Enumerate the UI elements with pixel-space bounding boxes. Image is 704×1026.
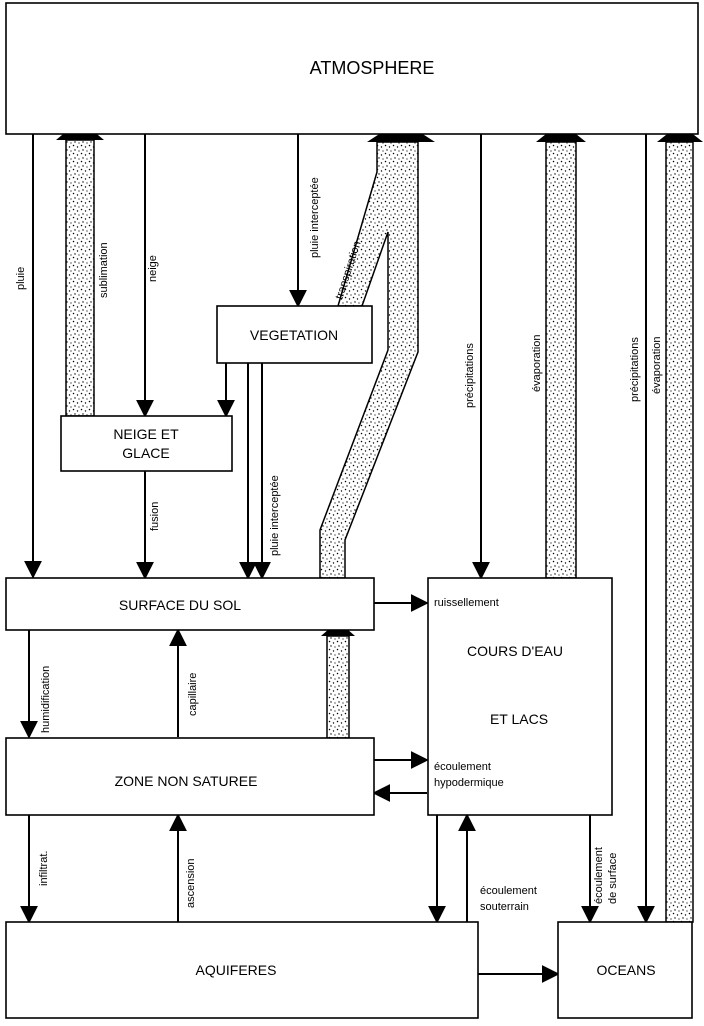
label-ecoulement-souterrain-1: écoulement xyxy=(480,885,537,897)
oceans-label: OCEANS xyxy=(596,962,655,978)
label-capillaire: capillaire xyxy=(187,673,199,716)
label-sublimation: sublimation xyxy=(98,242,110,298)
evaporation-flow-oceans xyxy=(657,124,703,923)
neige-label-line2: GLACE xyxy=(122,445,169,461)
label-ruissellement: ruissellement xyxy=(434,597,499,609)
oceans-box: OCEANS xyxy=(557,921,693,1019)
flow-labels: pluie sublimation neige pluie intercepté… xyxy=(15,177,663,908)
vegetation-label: VEGETATION xyxy=(250,327,338,343)
label-ascension: ascension xyxy=(185,858,197,908)
label-fusion: fusion xyxy=(149,502,161,531)
vegetation-box: VEGETATION xyxy=(216,305,373,364)
surface-label: SURFACE DU SOL xyxy=(119,597,241,613)
label-precipitations-2: précipitations xyxy=(629,337,641,402)
neige-glace-box: NEIGE ET GLACE xyxy=(60,415,233,472)
aquiferes-box: AQUIFERES xyxy=(5,921,479,1019)
label-pluie-interceptee-top: pluie interceptée xyxy=(309,177,321,258)
label-precipitations-1: précipitations xyxy=(464,343,476,408)
label-evaporation-1: évaporation xyxy=(531,335,543,393)
label-pluie-interceptee-mid: pluie interceptée xyxy=(269,475,281,556)
evaporation-flow-cours xyxy=(536,122,586,579)
surface-du-sol-box: SURFACE DU SOL xyxy=(5,577,375,631)
atmosphere-label: ATMOSPHERE xyxy=(310,58,435,78)
sublimation-flow xyxy=(56,120,104,417)
atmosphere-box: ATMOSPHERE xyxy=(5,2,699,135)
zone-label: ZONE NON SATUREE xyxy=(115,773,258,789)
label-infiltrat: infiltrat. xyxy=(38,851,50,886)
zone-non-saturee-box: ZONE NON SATUREE xyxy=(5,737,375,816)
horizontal-labels: ruissellement écoulement hypodermique éc… xyxy=(434,597,537,913)
label-evaporation-2: évaporation xyxy=(651,337,663,395)
capillary-evaporation-flow xyxy=(321,621,355,739)
label-ecoulement-surface-1: écoulement xyxy=(593,847,605,904)
label-ecoulement-surface-2: de surface xyxy=(607,853,619,904)
flow-arrows xyxy=(20,133,655,983)
label-neige: neige xyxy=(147,255,159,282)
neige-label-line1: NEIGE ET xyxy=(113,426,179,442)
aquiferes-label: AQUIFERES xyxy=(196,962,277,978)
label-humidification: humidification xyxy=(40,666,52,733)
cours-eau-lacs-box: COURS D'EAU ET LACS xyxy=(427,577,613,816)
label-ecoulement-hypo-1: écoulement xyxy=(434,761,491,773)
cours-label-line1: COURS D'EAU xyxy=(467,643,563,659)
label-ecoulement-hypo-2: hypodermique xyxy=(434,777,504,789)
cours-label-line2: ET LACS xyxy=(490,711,548,727)
label-pluie: pluie xyxy=(15,267,27,290)
label-ecoulement-souterrain-2: souterrain xyxy=(480,901,529,913)
